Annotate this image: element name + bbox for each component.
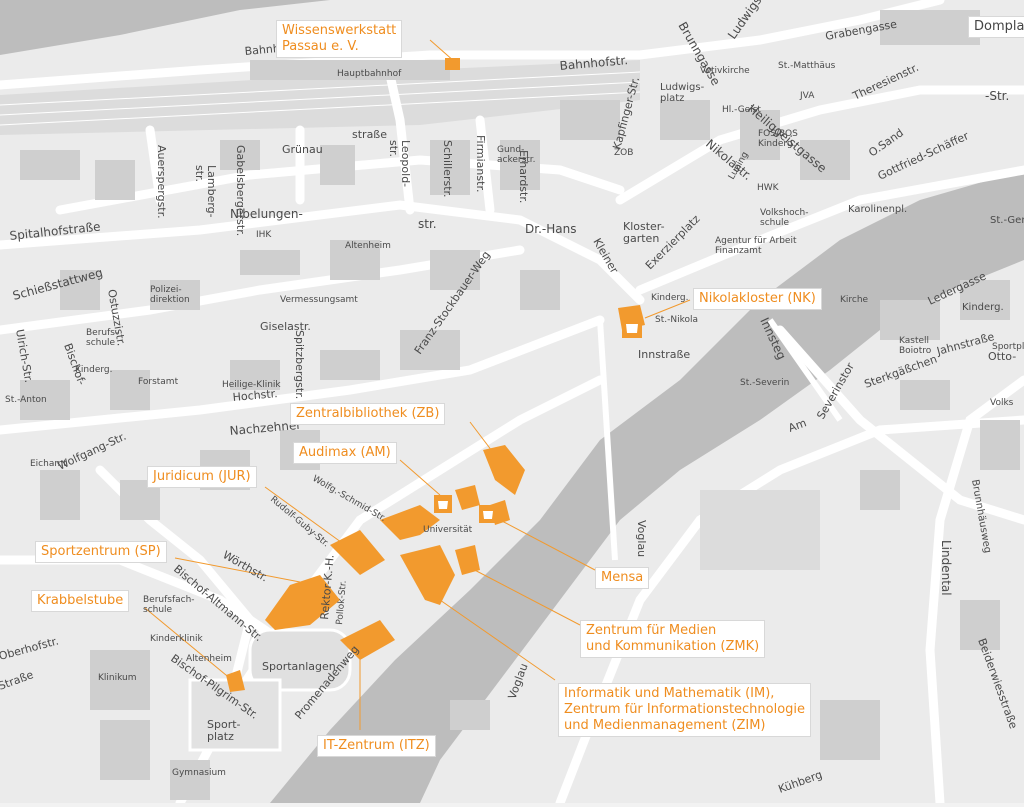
street-label: Schillerstr. (441, 140, 454, 198)
street-label: Otto- (988, 350, 1016, 363)
street-label: Grünau (282, 143, 323, 156)
street-label: Sportanlagen (262, 660, 336, 673)
street-label: Am (787, 416, 809, 434)
street-label: St.-Severin (740, 378, 789, 388)
street-label: Firmianstr. (474, 135, 487, 192)
street-label: Sport-platz (207, 718, 241, 743)
street-label: Altenheim (186, 654, 232, 664)
street-label: Pollok-Str. (335, 580, 349, 625)
street-label: Sportpl. (992, 342, 1024, 352)
street-label: Gabelsbergerstr. (234, 145, 247, 236)
leader-lines (144, 39, 691, 730)
sports-field (248, 628, 352, 692)
street-label: Hauptbahnhof (337, 69, 402, 79)
buildings (20, 10, 1020, 800)
label-domplatz: Domplatz (968, 16, 1024, 38)
street-label: Heilige-Klinik (222, 380, 281, 390)
street-label: Auerspergstr. (155, 145, 168, 219)
street-label: St.-Nikola (655, 315, 698, 325)
street-label: Gund-ackerstr. (497, 145, 536, 165)
street-label: Spitzbergstr. (293, 330, 306, 399)
street-label: Altenheim (345, 241, 391, 251)
label-zmk: Zentrum für Medien und Kommunikation (ZM… (580, 620, 766, 658)
street-label: Erhardstr. (517, 150, 530, 203)
label-krabbelstube: Krabbelstube (31, 590, 130, 612)
street-label: Kinderg. (75, 365, 112, 375)
street-label: Volks (990, 398, 1014, 408)
street-label: str. (418, 217, 437, 231)
street-label: JVA (799, 91, 815, 101)
street-label: Innstraße (638, 348, 690, 361)
street-label: Kinderklinik (150, 634, 203, 644)
street-label: Gymnasium (172, 768, 226, 778)
street-label: ZOB (614, 148, 633, 158)
street-label: Dr.-Hans (525, 222, 576, 236)
street-label: HWK (757, 183, 780, 193)
street-label: Hl.-Geist (722, 105, 761, 115)
street-label: Klinikum (98, 673, 137, 683)
street-label: Rektor-K.-H. (318, 554, 337, 620)
label-juridicum: Juridicum (JUR) (147, 466, 257, 488)
coffee-cup-icon (434, 495, 452, 513)
street-label: Volkshoch-schule (760, 208, 808, 228)
street-label: Berufsfach-schule (143, 595, 195, 615)
street-label: Karolinenpl. (848, 204, 907, 215)
street-label: -Str. (985, 89, 1009, 103)
street-label: IHK (256, 230, 272, 240)
label-nikolakloster: Nikolakloster (NK) (693, 288, 822, 310)
street-label: Kinderg. (962, 302, 1004, 313)
label-itz: IT-Zentrum (ITZ) (317, 735, 436, 757)
street-label: Nibelungen- (230, 207, 303, 221)
street-label: straße (352, 128, 387, 141)
street-label: St.-Anton (5, 395, 47, 405)
street-label: Ludwigs-platz (660, 82, 705, 104)
river-danube (0, 0, 330, 55)
label-wissenswerkstatt: Wissenswerkstatt Passau e. V. (276, 20, 403, 58)
street-label: Polizei-direktion (150, 285, 190, 305)
street-label: Eichamt (30, 459, 67, 469)
street-label: Berufs-schule (86, 328, 118, 348)
street-label: Votivkirche (700, 66, 750, 76)
street-label: Nachzehner (229, 418, 302, 438)
river-inn (270, 170, 1024, 803)
label-sportzentrum: Sportzentrum (SP) (35, 541, 167, 563)
street-label: Universität (423, 525, 473, 535)
coffee-cup-icon (622, 318, 642, 338)
street-label: Bahnhofstr. (559, 53, 629, 73)
street-label: Kloster-garten (623, 220, 665, 245)
street-label: Forstamt (138, 377, 179, 387)
coffee-cup-icon (479, 505, 497, 523)
street-label: Voglau (635, 520, 648, 557)
label-audimax: Audimax (AM) (293, 442, 397, 464)
street-label: Lamberg-str. (193, 165, 218, 218)
label-im-zim: Informatik und Mathematik (IM), Zentrum … (558, 683, 812, 737)
street-label: Leopold-str. (387, 140, 412, 187)
street-label: St.-Ger (990, 215, 1024, 226)
street-label: Vermessungsamt (280, 295, 358, 305)
label-mensa: Mensa (595, 567, 650, 589)
street-label: Giselastr. (260, 320, 311, 333)
street-label: Lindental (939, 540, 953, 596)
label-zentralbibliothek: Zentralbibliothek (ZB) (290, 403, 446, 425)
street-label: Kinderg. (651, 293, 688, 303)
street-label: Kirche (840, 295, 869, 305)
street-label: St.-Matthäus (778, 61, 836, 71)
sport-platz-field (188, 678, 282, 752)
street-label: Hochstr. (232, 387, 278, 404)
bridges (597, 318, 843, 561)
